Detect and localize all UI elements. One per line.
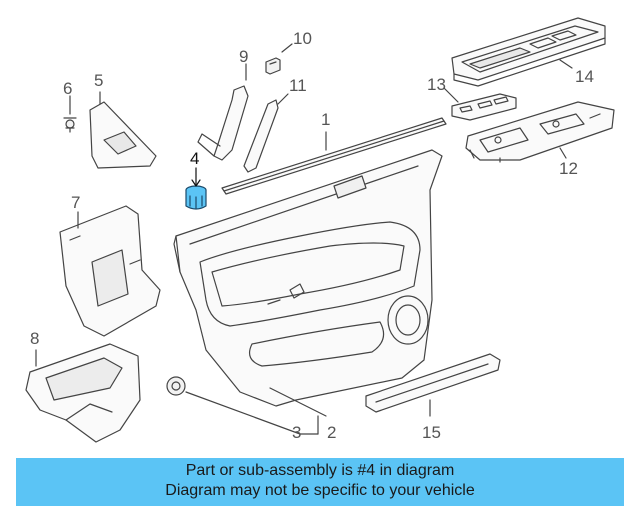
callout-10: 10 <box>293 29 312 48</box>
callout-6: 6 <box>63 79 73 98</box>
part-7-trim-bracket <box>59 205 161 337</box>
part-12-switch-bracket <box>465 101 615 163</box>
leader-2 <box>269 387 327 417</box>
callout-5: 5 <box>94 71 104 90</box>
callout-14: 14 <box>575 67 594 86</box>
callout-13: 13 <box>427 75 446 94</box>
parts-diagram: 1 2 3 4 5 6 7 8 9 10 11 12 13 14 15 <box>25 17 615 443</box>
part-8-armrest-support <box>25 343 141 443</box>
callout-15: 15 <box>422 423 441 442</box>
callout-4: 4 <box>190 149 200 168</box>
diagram-drawing <box>25 17 615 443</box>
part-4-highlighted <box>185 185 207 210</box>
part-5-mirror-trim <box>89 101 157 169</box>
leader-3 <box>185 391 319 435</box>
disclaimer-banner: Part or sub-assembly is #4 in diagram Di… <box>16 458 624 506</box>
caption-line-1: Part or sub-assembly is #4 in diagram <box>185 462 455 479</box>
part-13-switch-panel <box>451 93 517 121</box>
caption-line-2: Diagram may not be specific to your vehi… <box>165 482 475 499</box>
part-14-armrest-bezel <box>451 17 606 87</box>
callout-8: 8 <box>30 329 40 348</box>
part-15-light-strip <box>365 353 501 413</box>
callout-2: 2 <box>327 423 337 442</box>
callout-11: 11 <box>289 76 307 95</box>
callout-9: 9 <box>239 47 249 66</box>
part-1-window-seal <box>221 117 447 195</box>
leader-12 <box>559 147 567 159</box>
part-10-clip <box>265 57 281 75</box>
callout-3: 3 <box>292 423 302 442</box>
part-9-pull-handle <box>197 85 249 161</box>
callout-7: 7 <box>71 193 81 212</box>
leader-14 <box>559 59 573 69</box>
part-6-screw <box>63 117 77 133</box>
leader-10 <box>281 43 293 53</box>
leader-4-arrow <box>191 179 201 187</box>
part-11-trim-strip <box>243 99 279 173</box>
part-3-round-clip <box>166 376 186 396</box>
leader-11 <box>277 93 289 105</box>
callout-1: 1 <box>321 110 331 129</box>
callout-12: 12 <box>559 159 578 178</box>
leader-13 <box>443 87 459 103</box>
part-2-door-panel <box>173 149 443 407</box>
